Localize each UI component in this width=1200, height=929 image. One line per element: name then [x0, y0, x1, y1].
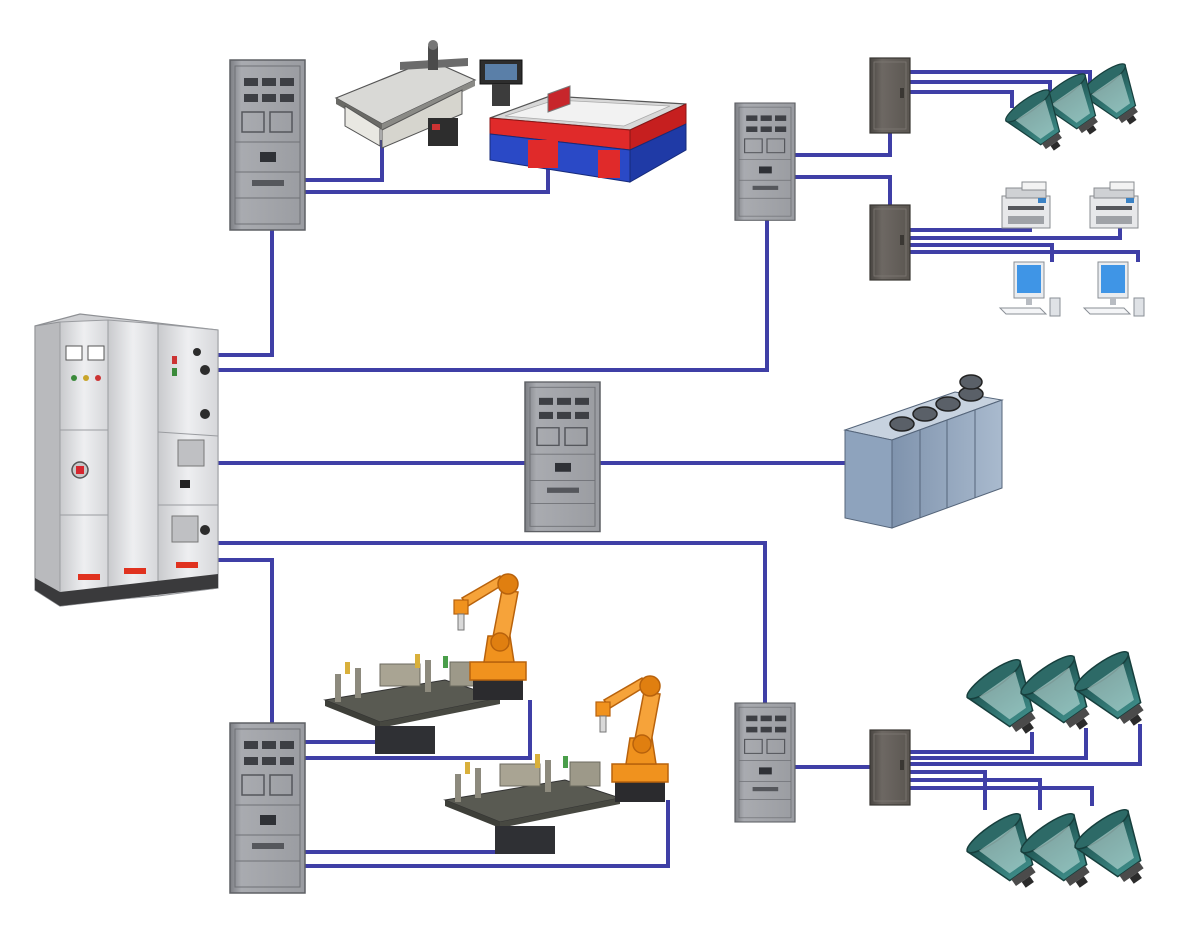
cable-db-bottom-left-to-robot-1 [305, 700, 532, 760]
chiller-icon [843, 374, 1004, 529]
cable-lighting-panel-to-lamp-9 [910, 786, 1094, 806]
cable-db-top-right-to-office-panel [793, 175, 892, 207]
distribution-board-icon [734, 702, 796, 823]
cable-lighting-panel-to-lamp-6 [910, 724, 1142, 766]
computer-icon [999, 261, 1145, 317]
cable-db-top-left-to-cnc-router [305, 140, 384, 182]
sub-panel-office[interactable] [869, 204, 911, 281]
cable-lighting-panel-to-lamp-1 [910, 70, 1092, 84]
main-switchboard-icon [34, 313, 219, 607]
cable-main-to-db-bottom-left [218, 558, 274, 725]
distribution-board-bottom-left[interactable] [229, 722, 306, 894]
sub-panel-lighting-top[interactable] [869, 57, 911, 134]
sub-panel-lighting-bottom[interactable] [869, 729, 911, 806]
cable-main-to-db-top-left [218, 228, 274, 357]
distribution-board-icon [229, 722, 306, 894]
cnc-router-icon [334, 40, 477, 149]
cable-main-to-db-bottom-right [218, 541, 767, 705]
cable-office-panel-to-computer-2 [910, 250, 1140, 262]
cable-lighting-panel-to-lamp-2 [910, 80, 1052, 96]
high-bay-lamp-icon [962, 645, 1165, 904]
cable-office-panel-to-printer-2 [910, 226, 1122, 240]
cable-db-top-right-to-lighting-panel [793, 133, 892, 157]
distribution-board-icon [734, 102, 796, 221]
cable-lighting-panel-to-lamp-3 [910, 90, 1014, 108]
cable-main-to-db-top-right [218, 220, 769, 372]
cable-db-bottom-left-to-fixture-2 [305, 830, 507, 854]
distribution-board-center[interactable] [524, 381, 601, 533]
distribution-board-icon [524, 381, 601, 533]
high-bay-lamp-icon [1001, 58, 1156, 164]
cable-lighting-panel-to-lamp-7 [910, 770, 987, 810]
cable-lighting-panel-to-lamp-4 [910, 732, 1034, 754]
distribution-board-top-left[interactable] [229, 59, 306, 231]
distribution-board-bottom-right[interactable] [734, 702, 796, 823]
distribution-board-icon [229, 59, 306, 231]
cable-db-top-left-to-plasma-cutter [305, 165, 550, 194]
printer-icon [1001, 181, 1139, 229]
plasma-cutter-icon [479, 59, 687, 183]
cable-lighting-panel-to-lamp-8 [910, 778, 1042, 810]
cable-office-panel-to-computer-1 [910, 243, 1054, 262]
cable-lighting-panel-to-lamp-5 [910, 728, 1088, 760]
distribution-board-top-right[interactable] [734, 102, 796, 221]
welding-robot-icon [324, 573, 669, 855]
cable-db-bottom-left-to-robot-2 [305, 800, 670, 868]
